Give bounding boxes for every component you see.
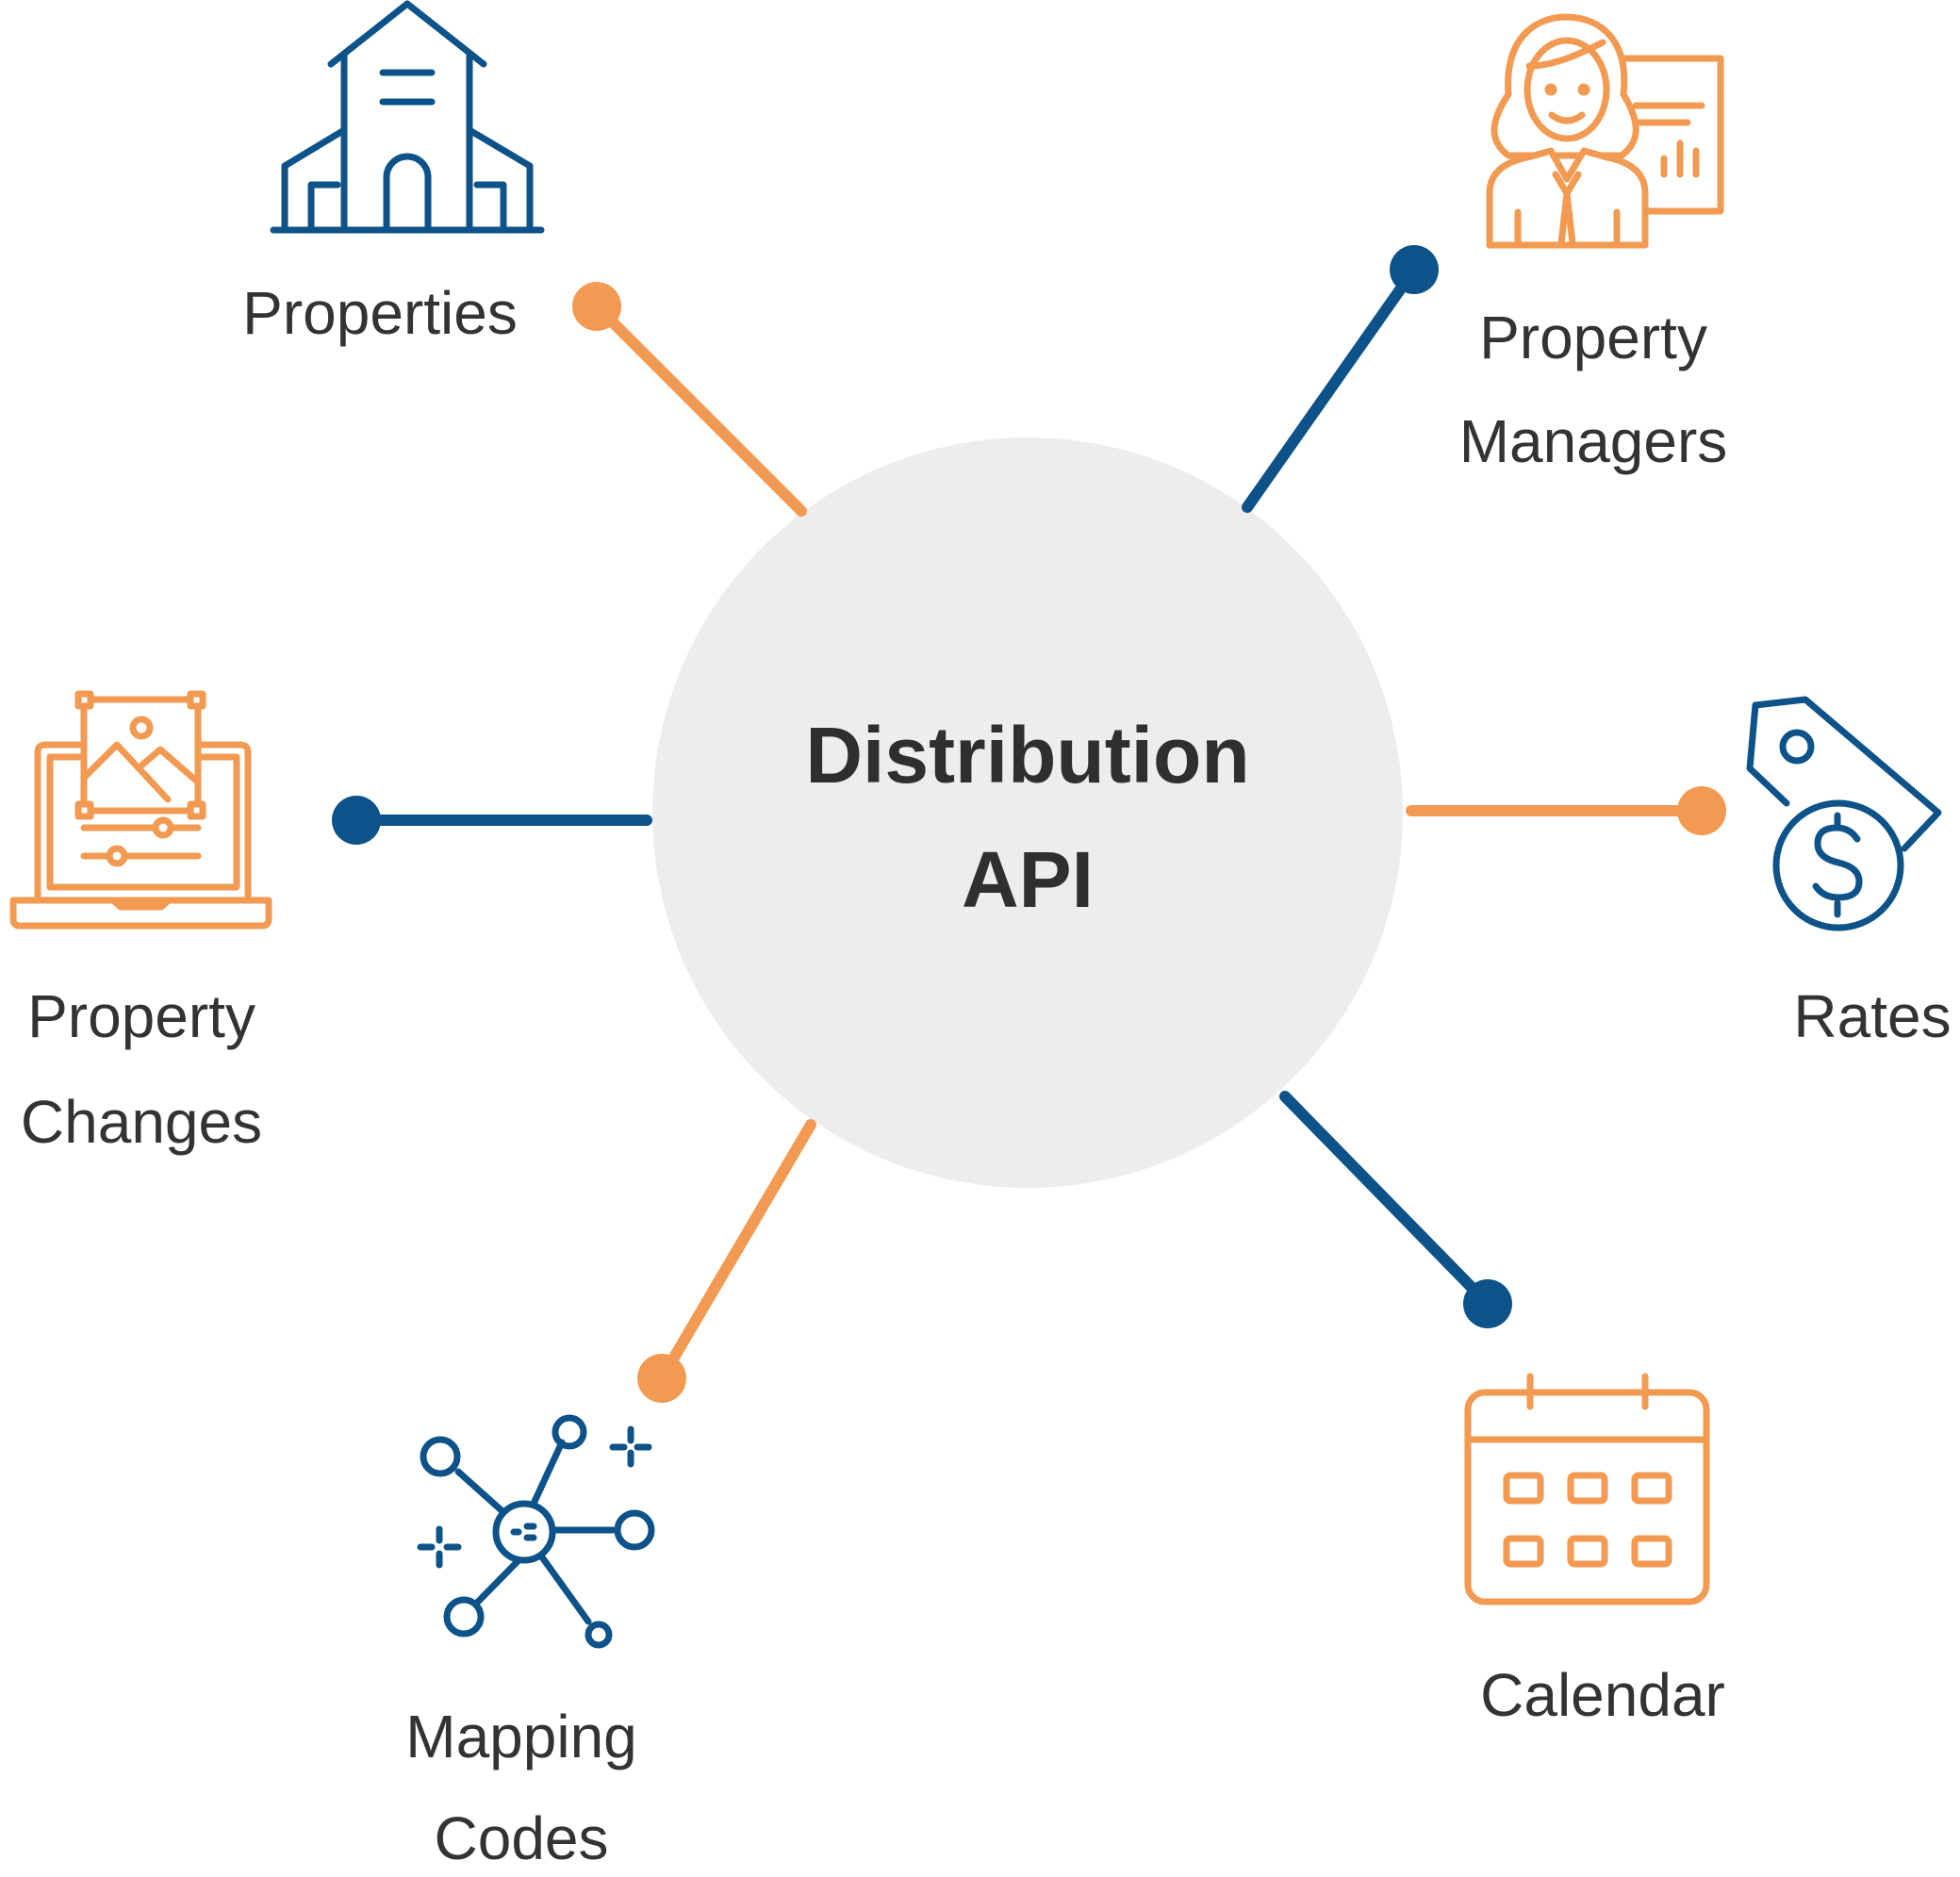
spoke-rates: [1406, 786, 1726, 835]
hub-circle: [652, 437, 1403, 1188]
spoke-mapping-codes: [637, 1119, 816, 1403]
spoke-calendar: [1279, 1091, 1512, 1328]
price-tag-dollar-icon: [1746, 696, 1942, 931]
building-icon: [270, 0, 545, 234]
node-label-property-managers-line-2: Managers: [1459, 407, 1728, 475]
node-label-properties: Properties: [242, 279, 518, 347]
node-label-rates: Rates: [1793, 982, 1951, 1050]
spoke-end-dot: [572, 282, 621, 331]
manager-woman-icon: [1486, 13, 1724, 249]
network-nodes-icon: [417, 1414, 655, 1649]
spoke-end-dot: [1390, 245, 1439, 294]
laptop-image-edit-icon: [9, 690, 272, 930]
hub-title-line-1: Distribution: [805, 711, 1249, 799]
calendar-icon: [1464, 1373, 1710, 1605]
spoke-end-dot: [1677, 786, 1726, 835]
hub-title-line-2: API: [962, 835, 1094, 924]
node-label-mapping-codes-line-1: Mapping: [405, 1703, 637, 1770]
node-label-calendar: Calendar: [1480, 1661, 1725, 1729]
spoke-end-dot: [637, 1354, 686, 1403]
node-label-mapping-codes-line-2: Codes: [435, 1804, 609, 1872]
spoke-property-changes: [332, 796, 652, 845]
spoke-property-managers: [1242, 245, 1439, 513]
spoke-end-dot: [1463, 1279, 1512, 1328]
node-label-property-managers-line-1: Property: [1479, 304, 1707, 371]
node-label-property-changes-line-1: Property: [27, 982, 255, 1050]
spoke-properties: [572, 282, 807, 517]
spoke-end-dot: [332, 796, 381, 845]
node-label-property-changes-line-2: Changes: [21, 1088, 262, 1156]
